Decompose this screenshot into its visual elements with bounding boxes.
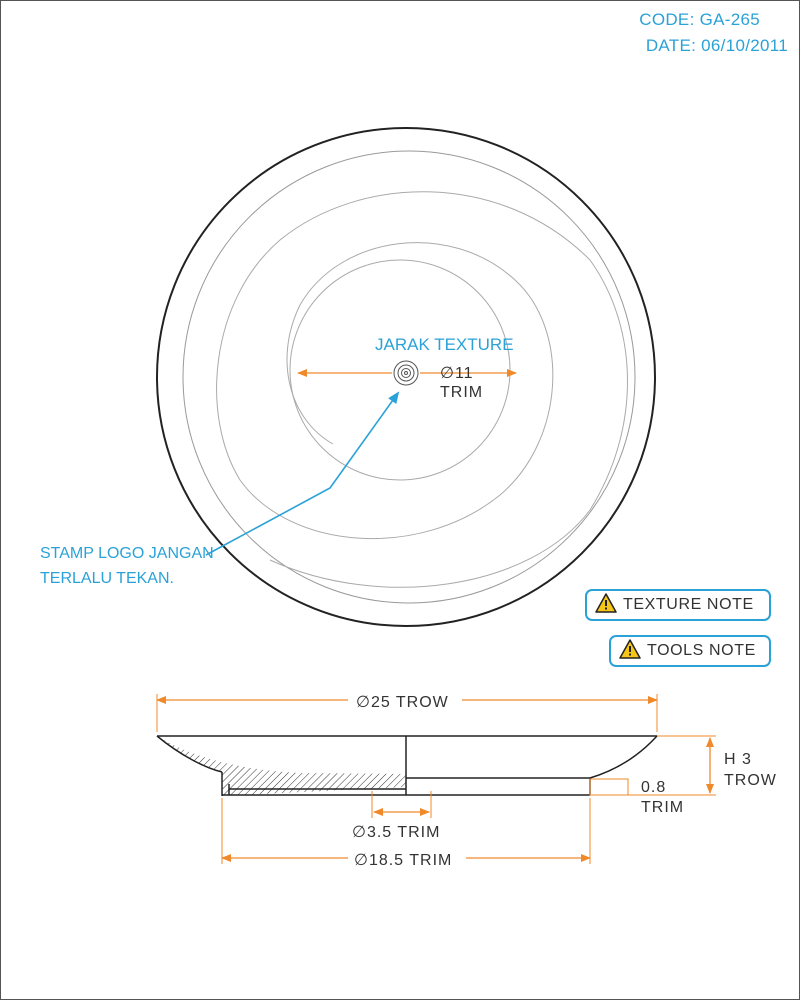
dim-step-label-2: TRIM xyxy=(641,799,684,816)
dim-step-label-1: 0.8 xyxy=(641,779,666,796)
texture-spiral xyxy=(216,191,628,588)
stamp-callout-leader xyxy=(205,391,400,556)
dim-height-label-1: H 3 xyxy=(724,751,752,768)
inner-texture-ring xyxy=(289,259,511,481)
side-view: ∅25 TROW H 3 TROW 0.8 TRIM ∅3.5 TRIM ∅18… xyxy=(156,694,777,869)
dim-top-label: ∅25 TROW xyxy=(356,694,449,711)
warning-triangle-icon xyxy=(619,638,641,664)
section-hatch xyxy=(160,738,406,796)
plate-inner-rim xyxy=(182,150,636,604)
tools-note-button[interactable]: TOOLS NOTE xyxy=(609,635,771,667)
stamp-callout-line1: STAMP LOGO JANGAN xyxy=(40,545,214,562)
dim-base-label: ∅18.5 TRIM xyxy=(354,852,452,869)
top-view: JARAK TEXTURE ∅11 TRIM STAMP LOGO JANGAN… xyxy=(40,127,656,627)
dim-step-marker xyxy=(589,778,629,796)
stamp-callout-line2: TERLALU TEKAN. xyxy=(40,570,174,587)
profile-outline xyxy=(156,735,658,796)
texture-note-button[interactable]: TEXTURE NOTE xyxy=(585,589,771,621)
dim-inner-label: ∅3.5 TRIM xyxy=(352,824,440,841)
center-dim-unit: TRIM xyxy=(440,384,483,401)
warning-triangle-icon xyxy=(595,592,617,618)
texture-note-label: TEXTURE NOTE xyxy=(623,596,754,613)
jarak-texture-label: JARAK TEXTURE xyxy=(375,335,514,354)
stamp-logo-icon xyxy=(393,360,419,386)
drawing-code: CODE: GA-265 xyxy=(639,10,760,29)
plate-outer-rim xyxy=(156,127,656,627)
center-dim-value: ∅11 xyxy=(440,365,474,382)
drawing-date: DATE: 06/10/2011 xyxy=(645,36,788,55)
dim-height-label-2: TROW xyxy=(724,772,777,789)
tools-note-label: TOOLS NOTE xyxy=(647,642,756,659)
